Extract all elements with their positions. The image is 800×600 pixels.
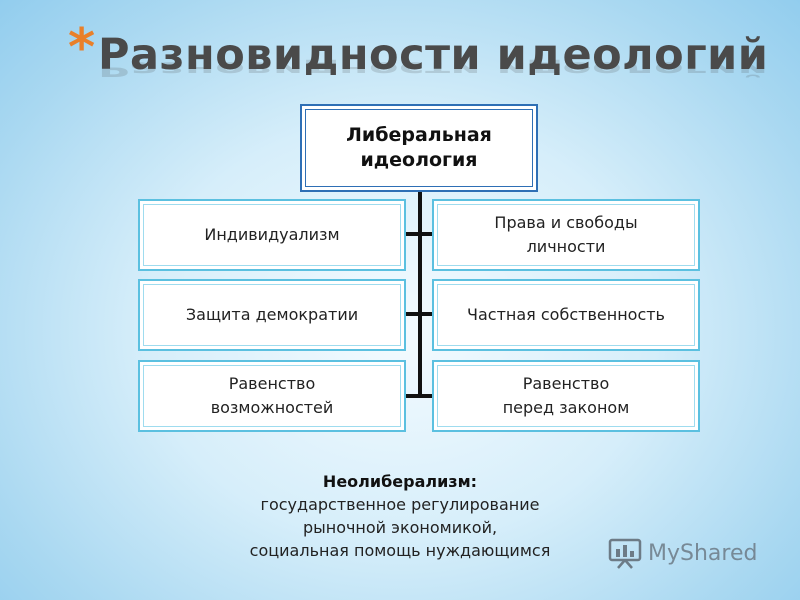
root-node: Либеральная идеология — [300, 104, 538, 192]
left-node-2-label: Защита демократии — [143, 284, 401, 346]
title-bullet-star: * — [68, 18, 96, 78]
right-node-2: Частная собственность — [432, 279, 700, 351]
note-line-1: государственное регулирование — [260, 495, 540, 514]
left-node-3-label: Равенство возможностей — [143, 365, 401, 427]
right-node-3: Равенство перед законом — [432, 360, 700, 432]
presentation-board-icon — [608, 538, 642, 569]
watermark-text: MyShared — [648, 540, 758, 566]
left-node-1: Индивидуализм — [138, 199, 406, 271]
left-node-2: Защита демократии — [138, 279, 406, 351]
root-node-label: Либеральная идеология — [305, 109, 533, 187]
right-node-1-label: Права и свободы личности — [437, 204, 695, 266]
left-node-1-label: Индивидуализм — [143, 204, 401, 266]
watermark: MyShared — [608, 536, 757, 570]
right-node-3-label: Равенство перед законом — [437, 365, 695, 427]
note-line-3: социальная помощь нуждающимся — [249, 541, 551, 560]
note-line-2: рыночной экономикой, — [302, 518, 498, 537]
right-node-2-label: Частная собственность — [437, 284, 695, 346]
neoliberalism-note: Неолиберализм: государственное регулиров… — [200, 470, 600, 562]
slide-title-text: Разновидности идеологий — [98, 30, 769, 80]
left-node-3: Равенство возможностей — [138, 360, 406, 432]
slide-title: * Разновидности идеологий Разновидности … — [68, 18, 788, 92]
right-node-1: Права и свободы личности — [432, 199, 700, 271]
note-heading: Неолиберализм: — [322, 472, 478, 491]
